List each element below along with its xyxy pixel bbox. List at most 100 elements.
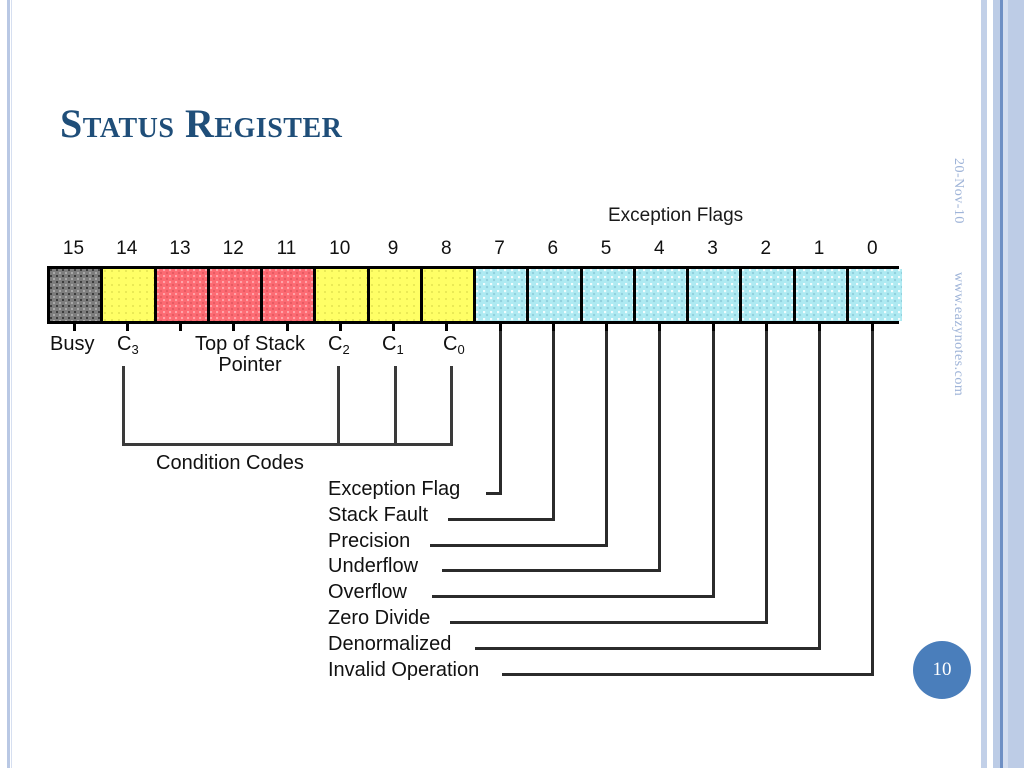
register-cell-bit-4 [635,269,689,321]
bit-number-5: 5 [600,238,612,259]
right-edge-stripe-4 [1008,0,1024,768]
bit-number-11: 11 [276,238,297,259]
cell-tick-bit-2 [764,324,768,331]
cell-tick-bit-8 [445,324,449,331]
leader-horizontal-bit-3 [432,595,715,599]
field-label-c1: C1 [382,333,404,357]
flag-label-exception-flag: Exception Flag [328,478,461,500]
cc-bracket-bottom [122,443,453,446]
field-label-top-of-stack-pointer: Top of Stack Pointer [170,334,330,376]
register-cell-bit-14 [103,269,157,321]
leader-horizontal-bit-0 [502,672,875,676]
flag-label-stack-fault: Stack Fault [328,503,429,526]
register-cell-bit-8 [422,269,476,321]
register-cell-bit-15 [50,269,104,321]
left-edge-stripe [7,0,10,768]
bit-number-14: 14 [116,238,138,259]
bit-number-4: 4 [653,238,665,259]
flag-label-denormalized: Denormalized [328,632,452,655]
register-cell-bit-11 [263,269,317,321]
flag-label-underflow: Underflow [328,555,419,578]
leader-vertical-bit-4 [658,331,662,570]
cell-tick-bit-1 [818,324,822,331]
cell-tick-bit-9 [392,324,396,331]
cell-tick-bit-12 [232,324,236,331]
right-edge-stripe-2 [993,0,1000,768]
cell-tick-bit-5 [605,324,609,331]
field-label-c1-sub: 1 [396,342,404,357]
exception-flags-caption: Exception Flags [608,205,744,226]
leader-horizontal-bit-2 [450,621,768,624]
flag-label-zero-divide: Zero Divide [328,607,431,629]
leader-horizontal-bit-1 [475,646,822,650]
field-label-c3: C3 [117,333,139,357]
field-label-c1-text: C [382,333,397,355]
right-edge-stripe-dark [1000,0,1003,768]
right-edge-stripe-3 [1003,0,1008,768]
flag-label-invalid-operation: Invalid Operation [328,658,480,681]
field-label-c2: C2 [328,333,350,357]
leader-vertical-bit-7 [498,331,502,492]
field-label-c2-text: C [328,333,343,355]
bit-number-13: 13 [169,238,191,259]
page-title: Status Register [60,101,343,146]
flag-label-precision: Precision [328,529,411,552]
cell-tick-bit-10 [338,324,342,331]
register-cell-bit-7 [476,269,530,321]
cell-tick-bit-3 [711,324,715,331]
field-label-tos-line1: Top of Stack [194,333,306,355]
leader-vertical-bit-5 [605,331,609,544]
flag-label-overflow: Overflow [328,581,407,604]
field-label-c3-sub: 3 [131,342,139,357]
right-edge-stripe-1 [981,0,987,768]
cc-stem-c2 [337,366,340,446]
register-cell-bit-10 [316,269,370,321]
bit-number-0: 0 [866,238,878,259]
bit-number-8: 8 [440,238,452,259]
register-cells [47,266,902,324]
bit-number-1: 1 [813,238,825,259]
cell-tick-bit-11 [285,324,289,331]
leader-horizontal-bit-6 [448,517,555,521]
register-cell-bit-12 [209,269,263,321]
cc-stem-c0 [450,366,453,446]
field-label-c3-text: C [117,333,132,355]
bit-number-3: 3 [707,238,718,259]
leader-vertical-bit-3 [711,331,715,596]
left-edge-stripe-inner [11,0,12,768]
cell-tick-bit-4 [658,324,662,331]
leader-horizontal-bit-7 [486,492,502,495]
field-label-tos-line2: Pointer [218,354,282,376]
field-label-c2-sub: 2 [342,342,350,357]
bit-number-15: 15 [62,238,85,259]
bit-number-2: 2 [760,238,772,259]
bit-number-10: 10 [329,238,351,259]
field-label-c0-text: C [443,333,458,355]
leader-vertical-bit-2 [764,331,768,621]
condition-codes-caption: Condition Codes [156,452,304,474]
field-label-c0: C0 [443,333,465,357]
page-number-badge: 10 [913,641,971,699]
cell-tick-bit-15 [72,324,76,331]
cc-stem-c3 [122,366,125,446]
register-cell-bit-13 [156,269,210,321]
register-cell-bit-6 [529,269,583,321]
cell-tick-bit-0 [871,324,875,331]
cell-tick-bit-6 [551,324,555,331]
bit-number-7: 7 [494,238,505,259]
right-edge-stripe-gap [987,0,993,768]
register-cell-bit-3 [689,269,743,321]
register-cell-bit-2 [742,269,796,321]
cell-tick-bit-14 [125,324,129,331]
field-label-c0-sub: 0 [457,342,465,357]
bit-number-12: 12 [222,238,244,259]
register-cell-bit-0 [848,269,902,321]
cc-stem-c1 [394,366,397,446]
bit-number-6: 6 [547,238,559,259]
leader-horizontal-bit-5 [430,543,609,547]
leader-horizontal-bit-4 [442,569,662,573]
leader-vertical-bit-0 [871,331,875,673]
cell-tick-bit-13 [179,324,183,331]
